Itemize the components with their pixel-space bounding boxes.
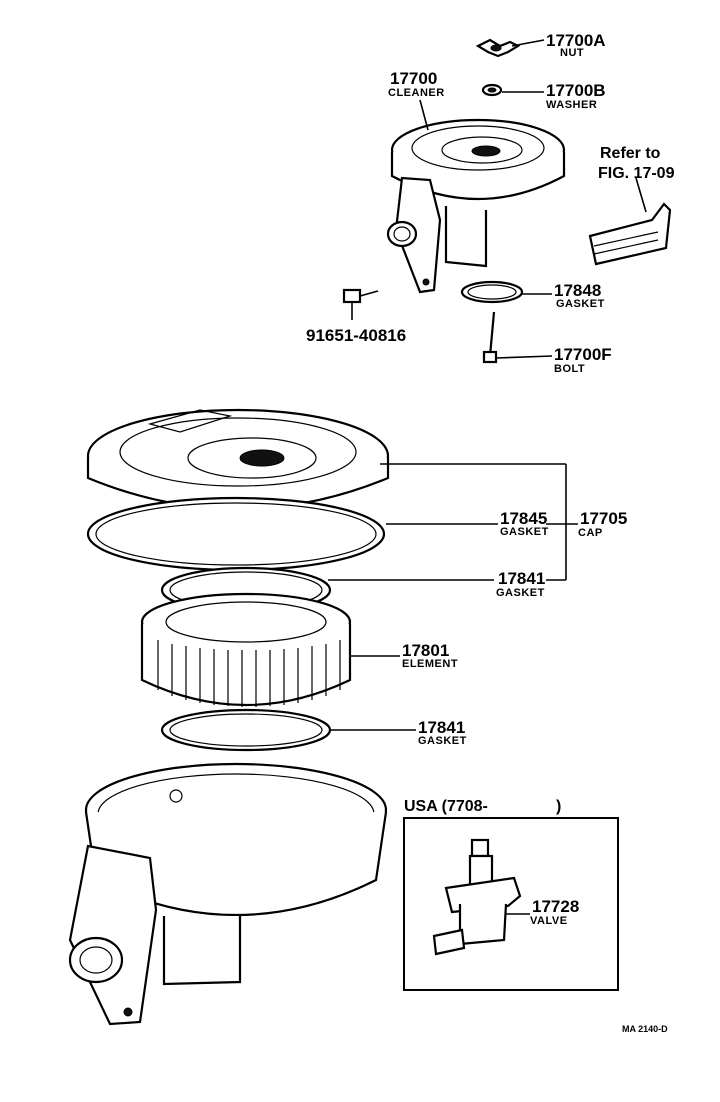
svg-text:BOLT: BOLT [554, 363, 585, 375]
svg-text:17845: 17845 [500, 509, 547, 528]
label-17801: 17801 ELEMENT [402, 641, 458, 670]
label-17700f: 17700F BOLT [554, 345, 612, 375]
svg-text:GASKET: GASKET [556, 298, 605, 310]
mount-bolt-drawing [342, 288, 379, 320]
svg-text:CAP: CAP [578, 527, 603, 539]
label-17700a: 17700A NUT [546, 31, 606, 59]
svg-text:WASHER: WASHER [546, 99, 597, 111]
svg-text:17700A: 17700A [546, 31, 606, 50]
washer-drawing [481, 83, 503, 97]
gasket-17845-drawing [86, 496, 386, 572]
svg-text:17700B: 17700B [546, 81, 606, 100]
svg-text:17700F: 17700F [554, 345, 612, 364]
label-17728: 17728 VALVE [530, 897, 579, 927]
svg-text:GASKET: GASKET [418, 735, 467, 747]
svg-text:USA (7708-: USA (7708- [404, 798, 488, 815]
svg-text:NUT: NUT [560, 47, 584, 59]
small-gasket-drawing [460, 280, 524, 304]
svg-text:17801: 17801 [402, 641, 449, 660]
svg-text:17705: 17705 [580, 509, 627, 528]
long-bolt-drawing [482, 311, 553, 364]
label-17841-lower: 17841 GASKET [418, 718, 467, 747]
svg-text:FIG. 17-09: FIG. 17-09 [598, 165, 675, 182]
svg-text:17700: 17700 [390, 69, 437, 88]
label-17841-upper: 17841 GASKET [496, 569, 545, 599]
svg-text:ELEMENT: ELEMENT [402, 658, 458, 670]
fig-reference-drawing [588, 202, 672, 266]
svg-text:): ) [556, 798, 561, 815]
svg-text:Refer to: Refer to [600, 145, 661, 162]
diagram-code: MA 2140-D [622, 1024, 668, 1034]
gasket-17841-lower-drawing [160, 708, 332, 752]
leader-lines [328, 463, 578, 731]
label-refer: Refer to FIG. 17-09 [598, 145, 675, 182]
element-drawing [140, 592, 352, 707]
housing-drawing [68, 762, 388, 1026]
label-17700: 17700 CLEANER [388, 69, 445, 99]
svg-text:VALVE: VALVE [530, 915, 568, 927]
label-17845: 17845 GASKET [500, 509, 549, 538]
svg-text:17728: 17728 [532, 897, 579, 916]
label-17705: 17705 CAP [578, 509, 627, 539]
usa-box [403, 817, 619, 991]
svg-text:17841: 17841 [418, 718, 465, 737]
svg-text:CLEANER: CLEANER [388, 87, 445, 99]
label-usa: USA (7708- ) [404, 798, 561, 815]
svg-text:17848: 17848 [554, 281, 601, 300]
cap-drawing [86, 408, 390, 511]
label-17700b: 17700B WASHER [546, 81, 606, 111]
valve-drawing [432, 838, 530, 956]
wing-nut-drawing [475, 38, 521, 58]
svg-text:GASKET: GASKET [500, 526, 549, 538]
label-91651-40816: 91651-40816 [306, 326, 406, 345]
svg-text:91651-40816: 91651-40816 [306, 326, 406, 345]
svg-text:17841: 17841 [498, 569, 545, 588]
label-17848: 17848 GASKET [554, 281, 605, 310]
small-cleaner-drawing [386, 118, 566, 294]
svg-text:GASKET: GASKET [496, 587, 545, 599]
svg-text:MA 2140-D: MA 2140-D [622, 1024, 668, 1034]
